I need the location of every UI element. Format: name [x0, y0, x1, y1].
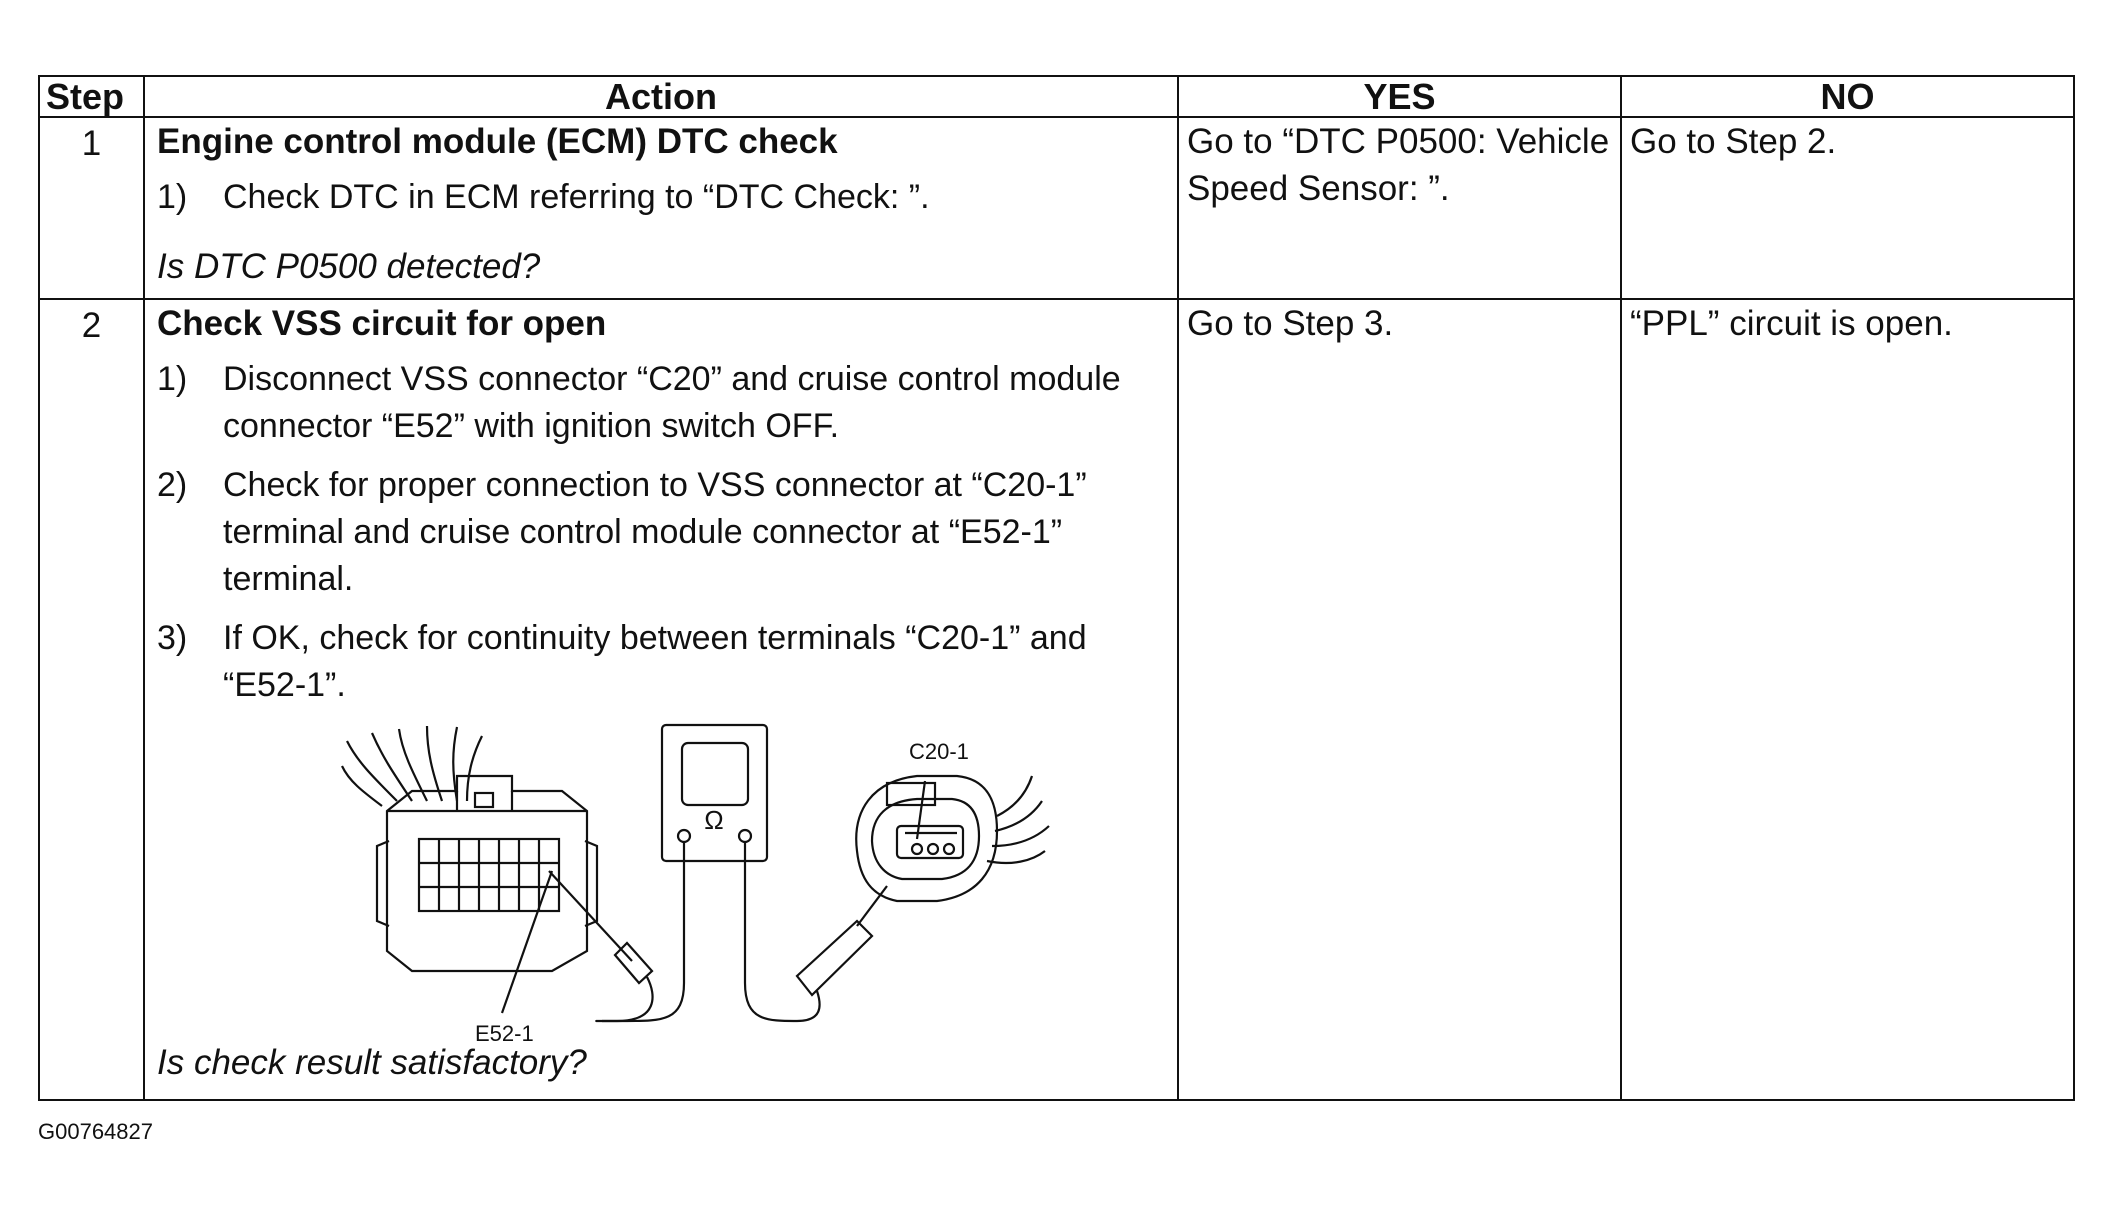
c20-connector — [855, 774, 1050, 903]
action-item-number: 3) — [157, 619, 188, 657]
c20-label: C20-1 — [909, 739, 969, 764]
header-row: Step Action YES NO — [38, 75, 2075, 118]
action-title: Check VSS circuit for open — [157, 304, 607, 343]
action-title: Engine control module (ECM) DTC check — [157, 122, 838, 161]
no-cell: “PPL” circuit is open. — [1620, 298, 2075, 1101]
ohmmeter — [602, 723, 821, 1023]
action-item-number: 1) — [157, 360, 188, 398]
action-item: 2) Check for proper connection to VSS co… — [157, 462, 1167, 603]
e52-connector — [375, 774, 599, 973]
header-yes: YES — [1177, 75, 1622, 118]
action-item-number: 1) — [157, 178, 188, 216]
e52-connector-wires — [341, 725, 483, 807]
action-item-number: 2) — [157, 466, 188, 504]
e52-probe — [548, 870, 654, 1023]
header-step: Step — [38, 75, 145, 118]
action-item-text: If OK, check for continuity between term… — [223, 619, 1087, 704]
table-row-step-1: 1 Engine control module (ECM) DTC check … — [38, 116, 2075, 300]
action-item-text: Check for proper connection to VSS conne… — [223, 466, 1087, 598]
figure-id: G00764827 — [38, 1119, 153, 1144]
e52-leader-line — [500, 870, 554, 1014]
action-question: Is DTC P0500 detected? — [157, 247, 541, 286]
c20-probe — [795, 885, 888, 997]
no-cell: Go to Step 2. — [1620, 116, 2075, 300]
header-action: Action — [143, 75, 1179, 118]
action-item: 3) If OK, check for continuity between t… — [157, 615, 1167, 709]
action-item: 1) Disconnect VSS connector “C20” and cr… — [157, 356, 1167, 450]
diagnostic-table: Step Action YES NO 1 Engine control modu… — [38, 75, 2075, 1101]
no-text: Go to Step 2. — [1630, 122, 1837, 161]
c20-leader-line — [915, 780, 927, 840]
action-item-text: Check DTC in ECM referring to “DTC Check… — [223, 178, 930, 216]
yes-cell: Go to Step 3. — [1177, 298, 1622, 1101]
no-text: “PPL” circuit is open. — [1630, 304, 1953, 343]
yes-cell: Go to “DTC P0500: Vehicle Speed Sensor: … — [1177, 116, 1622, 300]
action-cell: Check VSS circuit for open 1) Disconnect… — [143, 298, 1179, 1101]
yes-text: Go to “DTC P0500: Vehicle Speed Sensor: … — [1187, 122, 1610, 208]
e52-label: E52-1 — [475, 1021, 534, 1041]
action-question: Is check result satisfactory? — [157, 1043, 587, 1082]
action-item: 1) Check DTC in ECM referring to “DTC Ch… — [157, 174, 1167, 221]
yes-text: Go to Step 3. — [1187, 304, 1394, 343]
action-cell: Engine control module (ECM) DTC check 1)… — [143, 116, 1179, 300]
step-number: 1 — [38, 116, 145, 300]
step-number: 2 — [38, 298, 145, 1101]
ohm-symbol: Ω — [704, 805, 723, 835]
header-no: NO — [1620, 75, 2075, 118]
table-row-step-2: 2 Check VSS circuit for open 1) Disconne… — [38, 298, 2075, 1101]
continuity-check-diagram: E52-1 Ω — [341, 723, 1050, 1041]
action-item-text: Disconnect VSS connector “C20” and cruis… — [223, 360, 1121, 445]
